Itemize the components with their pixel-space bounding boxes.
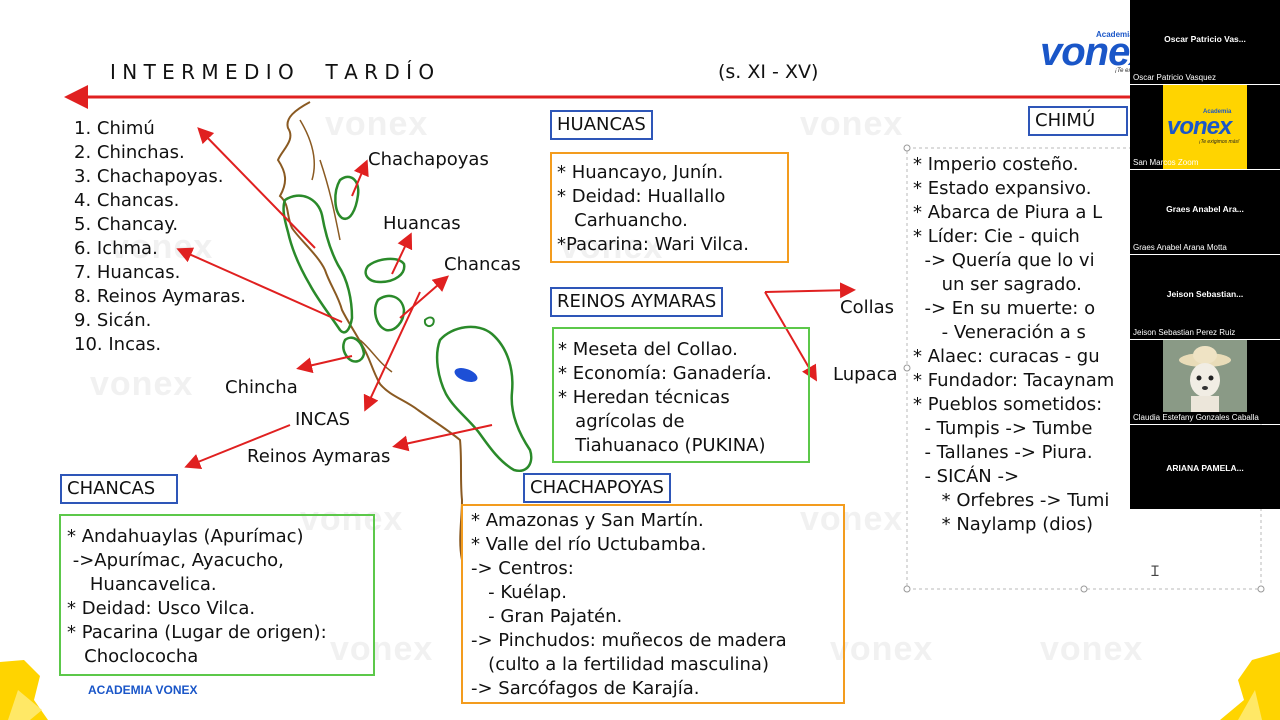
huancas-heading: HUANCAS: [550, 110, 653, 140]
list-item: 10. Incas.: [74, 334, 162, 355]
participant-tile[interactable]: Claudia Estefany Gonzales Caballa: [1130, 340, 1280, 424]
list-item: 4. Chancas.: [74, 190, 180, 211]
vonex-logo: Academia vonex ¡Te exigimos más!: [1163, 85, 1247, 169]
huancas-box: * Huancayo, Junín. * Deidad: Huallallo C…: [550, 152, 789, 263]
list-item: 5. Chancay.: [74, 214, 179, 235]
list-item: 3. Chachapoyas.: [74, 166, 224, 187]
map-label-collas: Collas: [840, 297, 894, 318]
chachapoyas-box: * Amazonas y San Martín. * Valle del río…: [461, 504, 845, 704]
chancas-box: * Andahuaylas (Apurímac) ->Apurímac, Aya…: [59, 514, 375, 676]
chimu-text: * Imperio costeño. * Estado expansivo. *…: [913, 154, 1115, 535]
list-item: 9. Sicán.: [74, 310, 152, 331]
chancas-heading: CHANCAS: [60, 474, 178, 504]
dog-photo-icon: [1163, 340, 1247, 412]
participant-video: [1163, 340, 1247, 412]
list-item: 2. Chinchas.: [74, 142, 185, 163]
participant-tile[interactable]: Oscar Patricio Vas... Oscar Patricio Vas…: [1130, 0, 1280, 84]
list-item: 7. Huancas.: [74, 262, 181, 283]
culture-list: 1. Chimú 2. Chinchas. 3. Chachapoyas. 4.…: [74, 117, 246, 357]
slide-title: I N T E R M E D I O T A R D Í O: [110, 60, 435, 84]
map-label-reinos: Reinos Aymaras: [247, 446, 391, 467]
participant-tile[interactable]: Graes Anabel Ara... Graes Anabel Arana M…: [1130, 170, 1280, 254]
aymaras-heading: REINOS AYMARAS: [550, 287, 724, 317]
list-item: 1. Chimú: [74, 118, 155, 139]
region-coast: [282, 194, 354, 334]
coast-line: [276, 101, 464, 561]
region-chincha: [342, 336, 366, 363]
chachapoyas-heading: CHACHAPOYAS: [523, 473, 671, 503]
map-label-incas: INCAS: [295, 409, 351, 430]
region-chachapoyas: [334, 175, 360, 220]
slide-period: (s. XI - XV): [718, 61, 819, 83]
chimu-heading: CHIMÚ: [1028, 106, 1128, 136]
participant-tile[interactable]: Jeison Sebastian... Jeison Sebastian Per…: [1130, 255, 1280, 339]
text-cursor-icon: Ｉ: [1148, 564, 1162, 580]
list-item: 6. Ichma.: [74, 238, 158, 259]
footer-brand: ACADEMIA VONEX: [88, 683, 198, 697]
map-label-chancas: Chancas: [444, 254, 521, 275]
region-huancas: [364, 257, 406, 284]
aymaras-box: * Meseta del Collao. * Economía: Ganader…: [552, 327, 810, 463]
map-label-chachapoyas: Chachapoyas: [368, 149, 489, 170]
lake-titicaca: [454, 368, 478, 382]
map-label-chincha: Chincha: [225, 377, 298, 398]
region-chancas: [374, 294, 406, 332]
region-aymaras: [435, 325, 533, 473]
list-item: 8. Reinos Aymaras.: [74, 286, 247, 307]
participant-tile[interactable]: Academia vonex ¡Te exigimos más! San Mar…: [1130, 85, 1280, 169]
map-label-huancas: Huancas: [383, 213, 461, 234]
participant-tile[interactable]: ARIANA PAMELA...: [1130, 425, 1280, 509]
map-label-lupaca: Lupaca: [833, 364, 898, 385]
